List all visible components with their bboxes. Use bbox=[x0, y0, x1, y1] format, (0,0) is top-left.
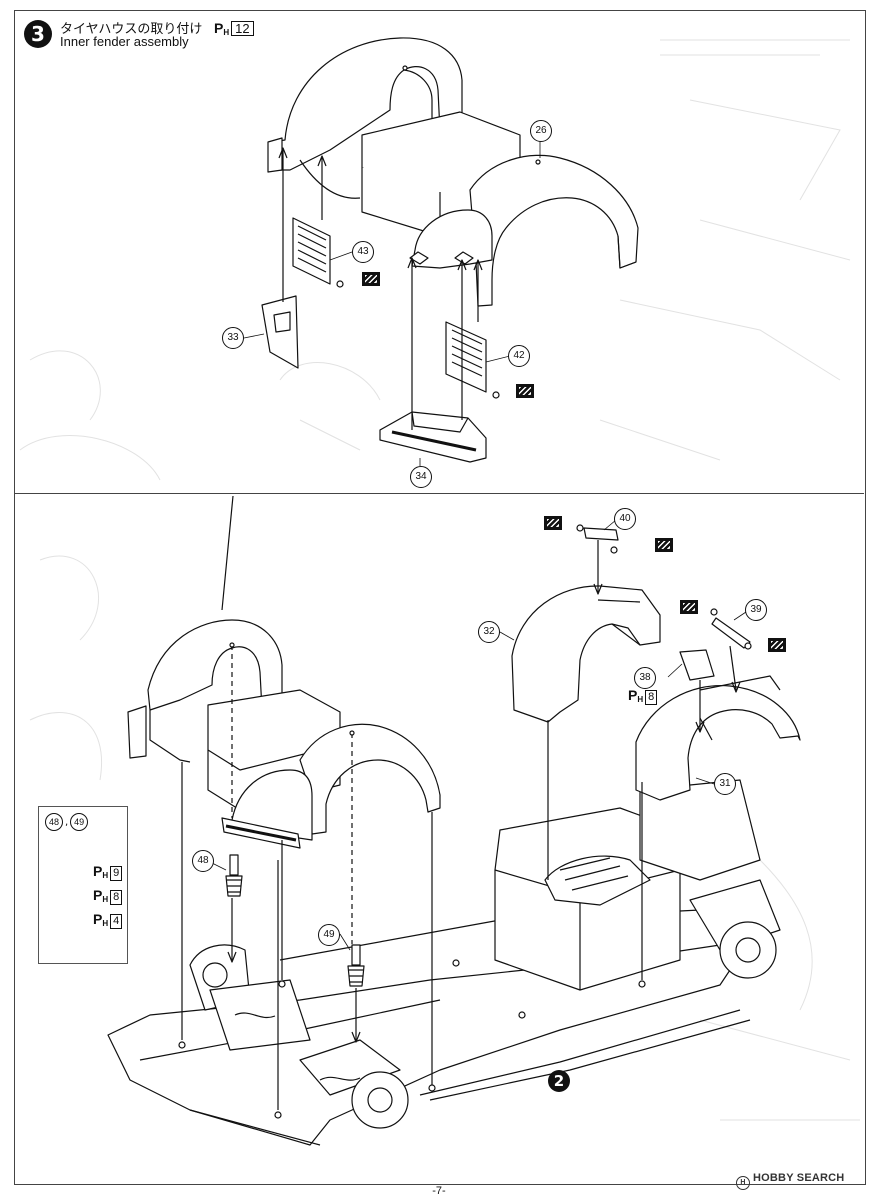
glue-icon bbox=[362, 272, 380, 286]
part-callout-38: 38 bbox=[634, 667, 656, 689]
glue-icon bbox=[768, 638, 786, 652]
part-callout-48: 48 bbox=[192, 850, 214, 872]
grille-42 bbox=[445, 321, 487, 393]
glue-icon bbox=[655, 538, 673, 552]
subassembly-badge-icon: 2 bbox=[548, 1070, 570, 1092]
step-title-en: Inner fender assembly bbox=[60, 34, 189, 49]
part-callout-49: 49 bbox=[318, 924, 340, 946]
shock-detail-label: 48 , 49 bbox=[45, 813, 89, 831]
part-callout-31: 31 bbox=[714, 773, 736, 795]
grille-43 bbox=[292, 217, 331, 285]
panel-divider bbox=[14, 493, 864, 494]
part-callout-34: 34 bbox=[410, 466, 432, 488]
part-callout-48-detail: 48 bbox=[45, 813, 63, 831]
step-title-jp: タイヤハウスの取り付け bbox=[60, 22, 203, 37]
part-callout-26: 26 bbox=[530, 120, 552, 142]
step-badge-icon: 3 bbox=[24, 20, 52, 48]
part-callout-49-detail: 49 bbox=[70, 813, 89, 831]
shock-49 bbox=[347, 944, 365, 987]
part-callout-40: 40 bbox=[614, 508, 636, 530]
shock-48 bbox=[225, 854, 243, 897]
top-panel-frame bbox=[14, 10, 866, 495]
paint-ref-number: 12 bbox=[231, 21, 254, 36]
glue-icon bbox=[516, 384, 534, 398]
inner-fender-top-assembly bbox=[261, 37, 639, 463]
part-callout-33: 33 bbox=[222, 327, 244, 349]
glue-icon bbox=[544, 516, 562, 530]
chassis-bottom-assembly bbox=[52, 495, 801, 1146]
part-callout-42: 42 bbox=[508, 345, 530, 367]
glue-icon bbox=[680, 600, 698, 614]
part-callout-32: 32 bbox=[478, 621, 500, 643]
part-callout-43: 43 bbox=[352, 241, 374, 263]
watermark-logo-icon: H bbox=[736, 1176, 750, 1190]
bottom-panel-frame bbox=[14, 494, 866, 1185]
part-callout-39: 39 bbox=[745, 599, 767, 621]
page-number: -7- bbox=[432, 1185, 446, 1197]
